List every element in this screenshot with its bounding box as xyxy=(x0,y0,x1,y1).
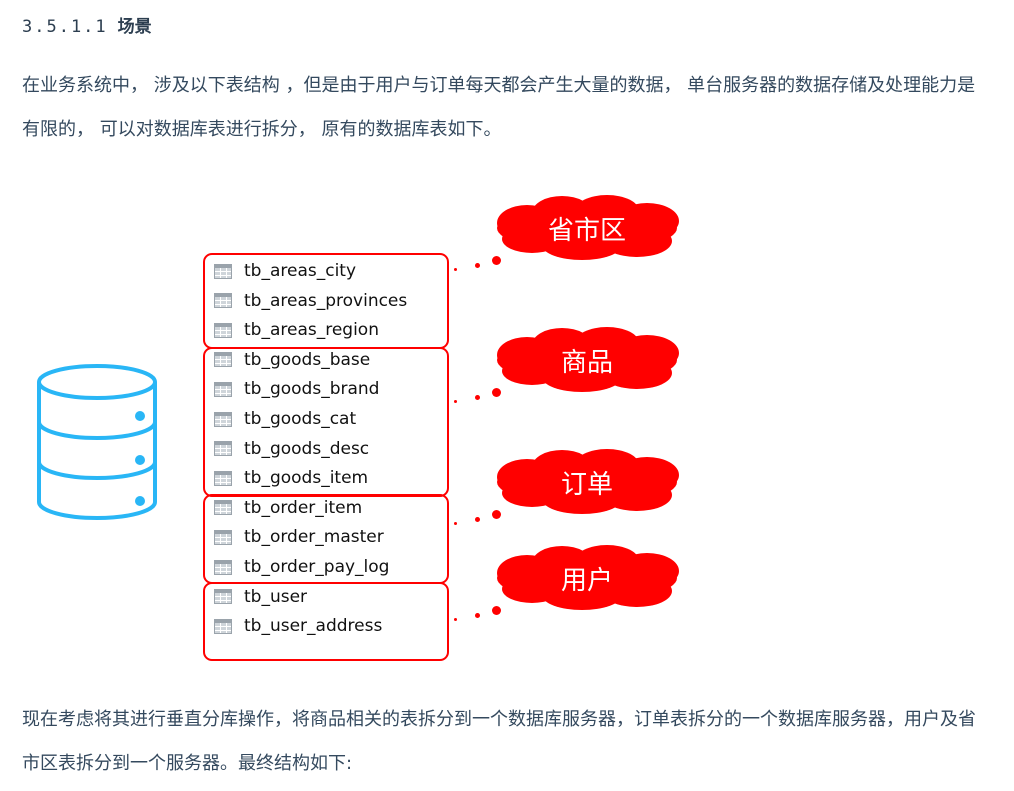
group-label-cloud: 用户 xyxy=(487,543,687,613)
callout-dot xyxy=(492,510,501,519)
group-label: 订单 xyxy=(560,469,613,500)
table-icon xyxy=(214,381,232,397)
group-label-cloud: 商品 xyxy=(487,325,687,395)
group-label: 省市区 xyxy=(547,215,626,246)
group-label-cloud: 省市区 xyxy=(487,193,687,263)
group-label: 用户 xyxy=(560,565,613,596)
table-row: tb_user_address xyxy=(214,615,382,637)
table-name: tb_order_master xyxy=(244,527,384,548)
table-icon xyxy=(214,559,232,575)
group-label-cloud: 订单 xyxy=(487,447,687,517)
table-name: tb_goods_desc xyxy=(244,438,370,459)
table-row: tb_goods_cat xyxy=(214,408,356,430)
table-row: tb_order_item xyxy=(214,497,362,519)
table-icon xyxy=(214,293,232,309)
table-row: tb_areas_region xyxy=(214,319,379,341)
table-row: tb_areas_provinces xyxy=(214,290,407,312)
intro-paragraph: 在业务系统中， 涉及以下表结构 ，但是由于用户与订单每天都会产生大量的数据， 单… xyxy=(22,75,976,140)
table-icon xyxy=(214,352,232,368)
callout-dot xyxy=(454,268,457,271)
table-name: tb_areas_city xyxy=(244,261,357,281)
table-row: tb_order_pay_log xyxy=(214,556,389,578)
callout-dot xyxy=(475,263,480,268)
table-icon xyxy=(214,263,232,279)
table-row: tb_goods_brand xyxy=(214,378,379,400)
group-label: 商品 xyxy=(560,347,613,378)
table-row: tb_goods_item xyxy=(214,467,368,489)
database-icon xyxy=(37,364,157,520)
table-name: tb_goods_cat xyxy=(244,409,357,429)
table-name: tb_order_item xyxy=(244,497,363,518)
table-name: tb_areas_provinces xyxy=(244,290,408,311)
table-row: tb_user xyxy=(214,586,307,608)
table-name: tb_goods_base xyxy=(244,349,371,370)
callout-dot xyxy=(475,395,480,400)
callout-dot xyxy=(492,606,501,615)
callout-dot xyxy=(492,388,501,397)
table-name: tb_goods_item xyxy=(244,468,369,489)
table-icon xyxy=(214,470,232,486)
table-name: tb_user xyxy=(244,586,308,607)
table-name: tb_areas_region xyxy=(244,320,379,341)
callout-dot xyxy=(475,517,480,522)
table-row: tb_goods_desc xyxy=(214,438,369,460)
table-icon xyxy=(214,500,232,516)
cloud-icon xyxy=(497,449,679,514)
table-icon xyxy=(214,618,232,634)
callout-dot xyxy=(454,400,457,403)
table-row: tb_areas_city xyxy=(214,260,356,282)
table-name: tb_user_address xyxy=(244,616,383,637)
table-name: tb_goods_brand xyxy=(244,379,380,400)
callout-dot xyxy=(454,522,457,525)
callout-dot xyxy=(475,613,480,618)
table-group-box xyxy=(203,347,449,497)
section-number: 3.5.1.1 xyxy=(22,17,108,37)
cloud-icon xyxy=(497,327,679,392)
callout-dot xyxy=(454,618,457,621)
callout-dot xyxy=(492,256,501,265)
table-group-box xyxy=(203,582,449,661)
cloud-icon xyxy=(497,545,679,610)
table-icon xyxy=(214,441,232,457)
table-icon xyxy=(214,411,232,427)
outro-paragraph: 现在考虑将其进行垂直分库操作，将商品相关的表拆分到一个数据库服务器，订单表拆分的… xyxy=(22,709,976,774)
section-heading: 3.5.1.1 场景 xyxy=(22,12,152,37)
cloud-icon xyxy=(497,195,679,260)
table-name: tb_order_pay_log xyxy=(244,557,390,577)
table-row: tb_goods_base xyxy=(214,349,370,371)
section-title: 场景 xyxy=(117,17,152,37)
table-icon xyxy=(214,529,232,545)
table-row: tb_order_master xyxy=(214,526,384,548)
table-icon xyxy=(214,322,232,338)
table-icon xyxy=(214,589,232,605)
